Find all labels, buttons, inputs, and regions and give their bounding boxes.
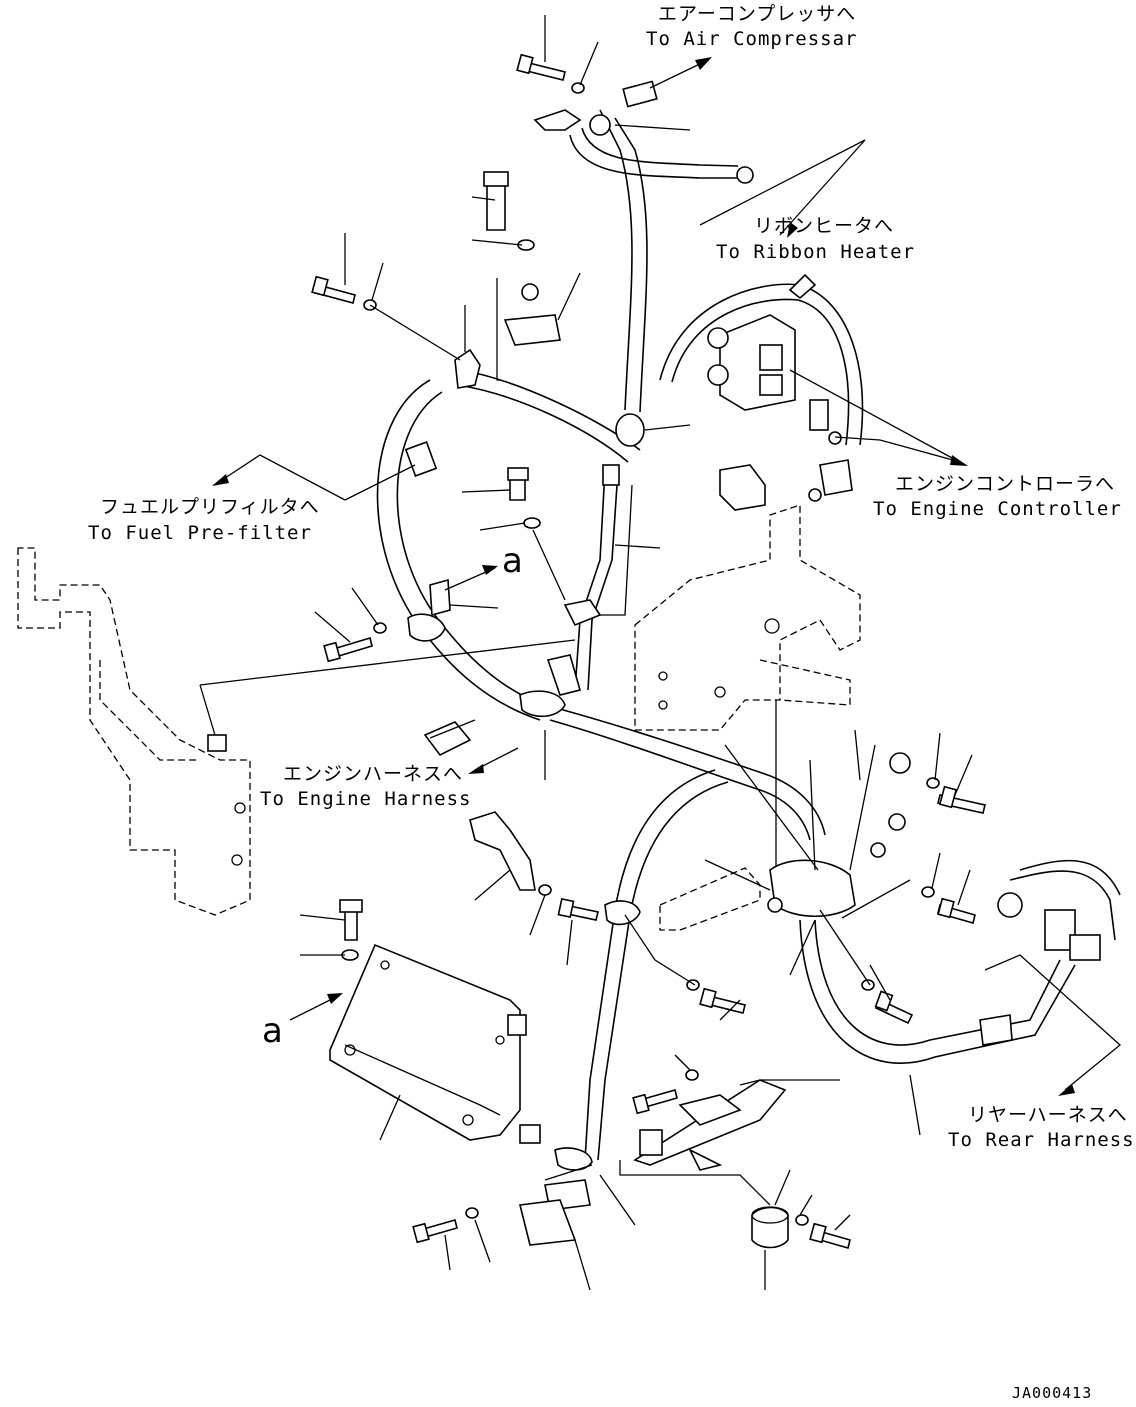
arrow-engine-controller xyxy=(950,455,968,466)
direction-arrows xyxy=(212,57,1075,1096)
clamps-and-parts xyxy=(329,80,1101,1249)
drawing-number: JA000413 xyxy=(1012,1384,1092,1402)
label-engine-controller-en: To Engine Controller xyxy=(873,498,1122,520)
dashed-bracket-left xyxy=(17,547,251,916)
arrow-view-a-top xyxy=(482,565,498,575)
label-engine-harness-en: To Engine Harness xyxy=(260,788,471,810)
arrow-rear-harness xyxy=(1058,1084,1075,1096)
label-rear-harness-jp: リヤーハーネスへ xyxy=(968,1104,1128,1126)
label-engine-controller-jp: エンジンコントローラへ xyxy=(895,473,1115,495)
arrow-fuel-prefilter xyxy=(212,474,229,486)
view-marker-a-bottom: a xyxy=(262,1011,283,1051)
label-ribbon-heater-en: To Ribbon Heater xyxy=(716,241,915,263)
label-rear-harness-en: To Rear Harness xyxy=(948,1129,1135,1151)
label-ribbon-heater-jp: リボンヒータへ xyxy=(754,215,894,237)
label-engine-harness-jp: エンジンハーネスへ xyxy=(283,763,463,785)
dashed-controller-mount xyxy=(634,504,861,870)
arrow-air-compressor xyxy=(695,57,712,70)
label-air-compressor-en: To Air Compressar xyxy=(646,28,857,50)
bolts-and-washers xyxy=(311,53,986,1249)
view-marker-a-top: a xyxy=(502,541,523,581)
label-air-compressor-jp: エアーコンプレッサへ xyxy=(658,3,856,25)
arrow-view-a-bottom xyxy=(327,993,343,1004)
callout-lines xyxy=(199,15,1121,1291)
arrow-ribbon-heater xyxy=(787,222,798,238)
label-fuel-prefilter-en: To Fuel Pre-filter xyxy=(88,522,312,544)
label-fuel-prefilter-jp: フュエルプリフィルタへ xyxy=(100,496,320,518)
arrow-engine-harness xyxy=(468,764,484,774)
text-labels: エアーコンプレッサへ To Air Compressar リボンヒータへ To … xyxy=(88,3,1135,1402)
